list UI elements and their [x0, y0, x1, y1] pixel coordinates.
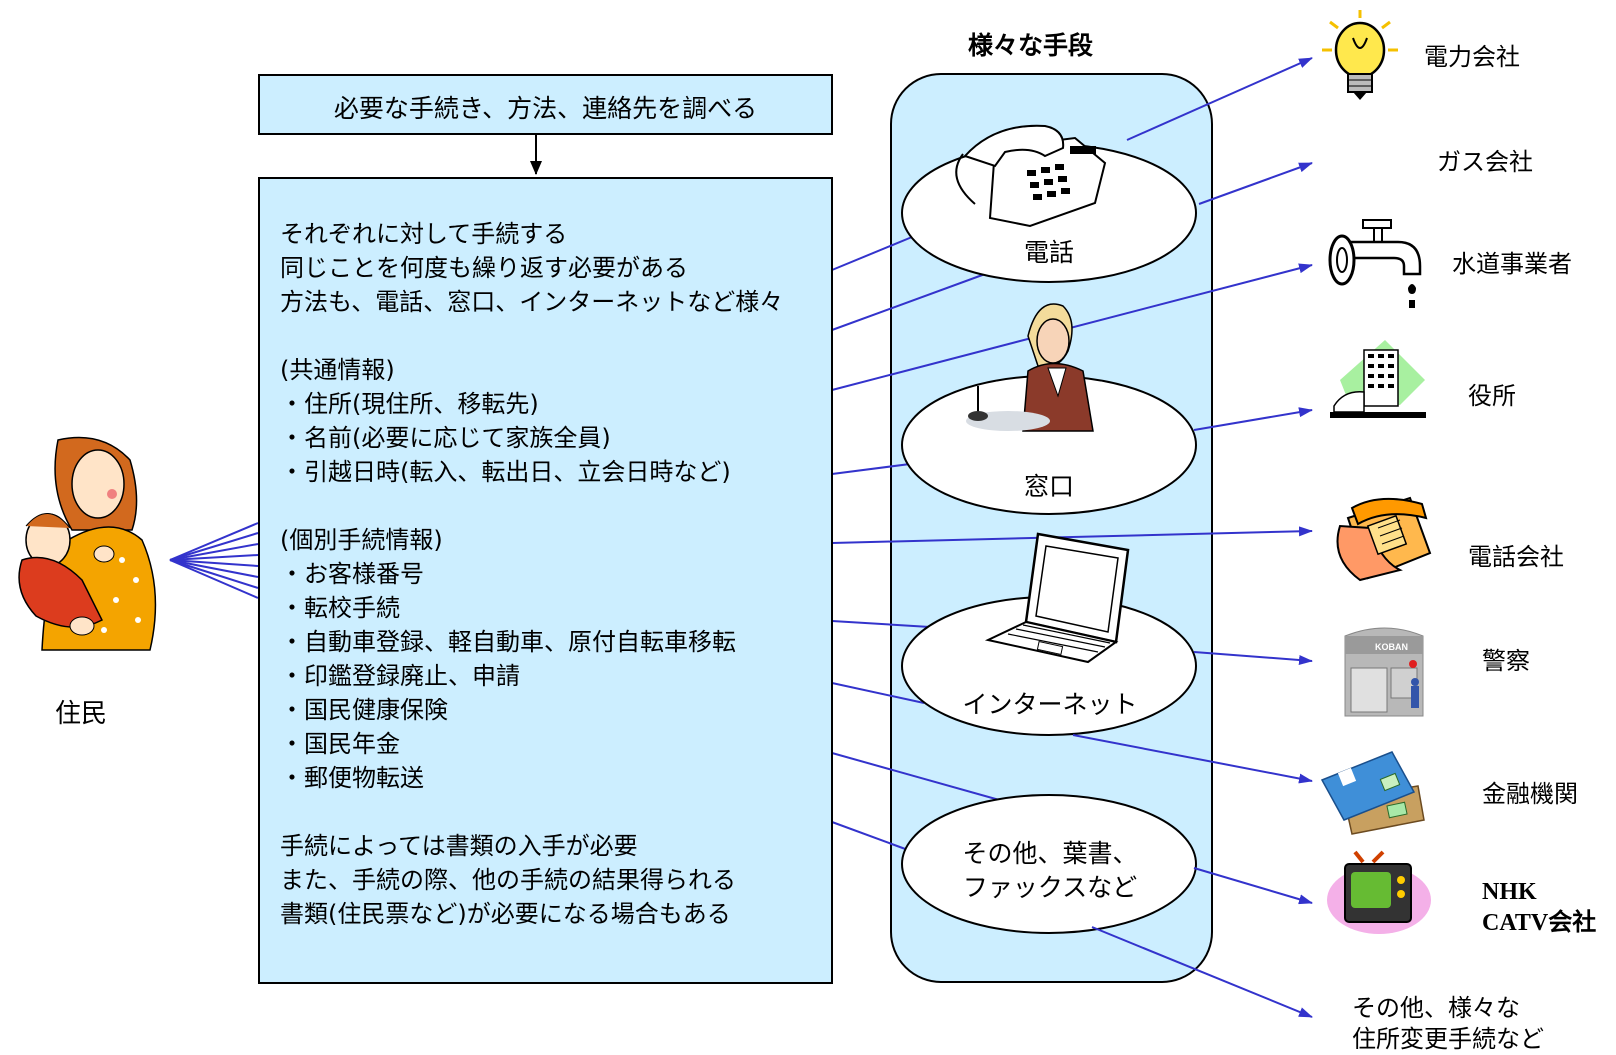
org-label-city-office: 役所	[1468, 382, 1516, 410]
methods-title: 様々な手段	[968, 31, 1094, 60]
procedure-line: ・郵便物転送	[280, 764, 424, 792]
research-box: 必要な手続き、方法、連絡先を調べる	[258, 74, 833, 135]
lightbulb-icon	[1322, 10, 1398, 100]
procedure-line	[280, 795, 783, 829]
method-label-other: その他、葉書、 ファックスなど	[962, 839, 1138, 902]
procedure-line: ・お客様番号	[280, 560, 424, 588]
procedure-line: それぞれに対して手続する	[280, 220, 568, 248]
method-label-phone: 電話	[1023, 238, 1074, 267]
org-label-electric: 電力会社	[1424, 43, 1520, 71]
procedure-line: ・国民健康保険	[280, 696, 448, 724]
koban-sign: KOBAN	[1375, 642, 1408, 652]
method-ellipse-other	[901, 794, 1197, 934]
org-label-gas: ガス会社	[1437, 148, 1533, 176]
research-box-label: 必要な手続き、方法、連絡先を調べる	[333, 94, 758, 123]
phone-icon	[1336, 496, 1432, 582]
office-building-icon	[1330, 340, 1426, 418]
procedure-line: 方法も、電話、窓口、インターネットなど様々	[280, 288, 784, 316]
procedure-line: ・国民年金	[280, 730, 400, 758]
telephone-icon	[955, 124, 1107, 228]
procedure-line: (個別手続情報)	[280, 526, 443, 554]
procedure-panel: それぞれに対して手続する 同じことを何度も繰り返す必要がある 方法も、電話、窓口…	[258, 177, 833, 984]
police-box-icon: KOBAN	[1344, 627, 1424, 717]
mother-baby-icon	[18, 436, 157, 651]
procedure-line: ・自動車登録、軽自動車、原付自転車移転	[280, 628, 736, 656]
procedure-line: また、手続の際、他の手続の結果得られる	[280, 866, 736, 894]
method-label-internet: インターネット	[962, 690, 1138, 719]
procedure-line: (共通情報)	[280, 356, 395, 384]
procedure-line: ・印鑑登録廃止、申請	[280, 662, 520, 690]
resident-fan-lines	[169, 522, 259, 599]
org-label-water: 水道事業者	[1452, 250, 1572, 278]
procedure-line	[280, 319, 783, 353]
laptop-icon	[984, 532, 1130, 664]
procedure-line: ・住所(現住所、移転先)	[280, 390, 539, 418]
receptionist-icon	[966, 303, 1094, 432]
procedure-line: 手続によっては書類の入手が必要	[280, 832, 638, 860]
org-label-other: その他、様々な 住所変更手続など	[1352, 994, 1544, 1053]
panel-method-lines	[831, 236, 1011, 851]
org-label-broadcast: NHK CATV会社	[1482, 879, 1597, 936]
method-label-counter: 窓口	[1023, 472, 1074, 501]
procedure-line: ・引越日時(転入、転出日、立会日時など)	[280, 458, 731, 486]
television-icon	[1327, 850, 1431, 934]
org-label-police: 警察	[1482, 647, 1530, 675]
faucet-icon	[1328, 219, 1422, 308]
procedure-line	[280, 489, 783, 523]
methods-container	[890, 73, 1213, 983]
procedure-line: ・転校手続	[280, 594, 400, 622]
resident-label: 住民	[55, 699, 108, 729]
procedure-line: 同じことを何度も繰り返す必要がある	[280, 254, 688, 282]
procedure-lines: それぞれに対して手続する 同じことを何度も繰り返す必要がある 方法も、電話、窓口…	[280, 217, 783, 931]
bank-card-icon	[1320, 751, 1425, 835]
org-label-bank: 金融機関	[1482, 780, 1578, 808]
procedure-line: 書類(住民票など)が必要になる場合もある	[280, 900, 731, 928]
org-label-telecom: 電話会社	[1468, 543, 1564, 571]
procedure-line: ・名前(必要に応じて家族全員)	[280, 424, 611, 452]
